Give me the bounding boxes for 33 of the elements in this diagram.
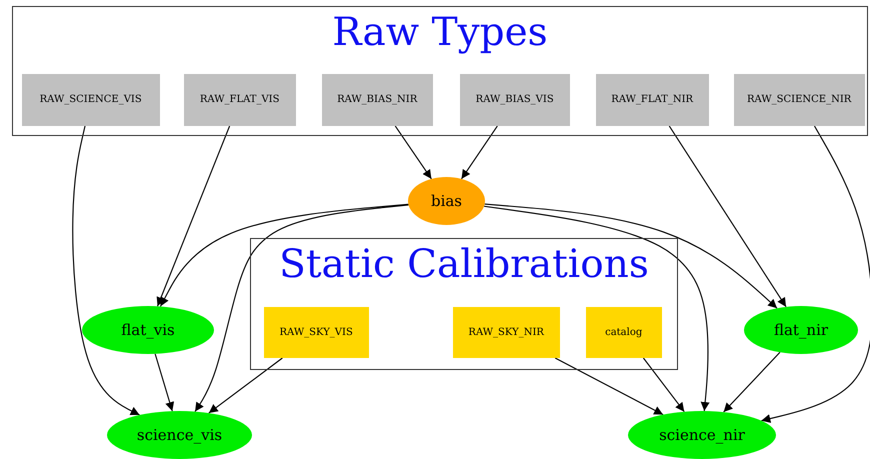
process-ellipse: flat_vis bbox=[82, 306, 214, 354]
arrow bbox=[723, 352, 780, 412]
arrow bbox=[208, 358, 283, 414]
arrow bbox=[554, 358, 664, 416]
data-type-box: RAW_BIAS_NIR bbox=[322, 74, 433, 126]
arrow bbox=[154, 354, 174, 412]
process-ellipse: science_nir bbox=[628, 411, 776, 459]
process-ellipse: bias bbox=[408, 177, 485, 225]
data-type-box: RAW_SCIENCE_VIS bbox=[22, 74, 160, 126]
data-type-box: RAW_FLAT_NIR bbox=[596, 74, 709, 126]
process-ellipse: science_vis bbox=[107, 411, 252, 459]
arrow bbox=[394, 126, 432, 180]
arrow bbox=[461, 126, 498, 180]
arrow bbox=[160, 204, 408, 307]
arrow bbox=[484, 206, 710, 412]
data-type-box: RAW_SKY_NIR bbox=[452, 306, 560, 358]
data-type-box: catalog bbox=[586, 306, 662, 358]
cluster-frame bbox=[12, 6, 868, 136]
arrow bbox=[156, 126, 230, 306]
arrow bbox=[642, 358, 685, 412]
data-type-box: RAW_SKY_VIS bbox=[264, 306, 369, 358]
data-type-box: RAW_BIAS_VIS bbox=[460, 74, 570, 126]
arrow bbox=[668, 126, 786, 308]
cluster-title: Raw Types bbox=[331, 9, 549, 57]
cluster-title: Static Calibrations bbox=[278, 241, 650, 289]
arrow bbox=[72, 126, 140, 416]
process-ellipse: flat_nir bbox=[744, 306, 858, 354]
data-type-box: RAW_FLAT_VIS bbox=[184, 74, 296, 126]
data-type-box: RAW_SCIENCE_NIR bbox=[734, 74, 865, 126]
cluster-frame bbox=[250, 238, 678, 370]
arrow bbox=[194, 204, 409, 412]
arrow bbox=[484, 204, 778, 309]
arrow bbox=[761, 126, 870, 423]
